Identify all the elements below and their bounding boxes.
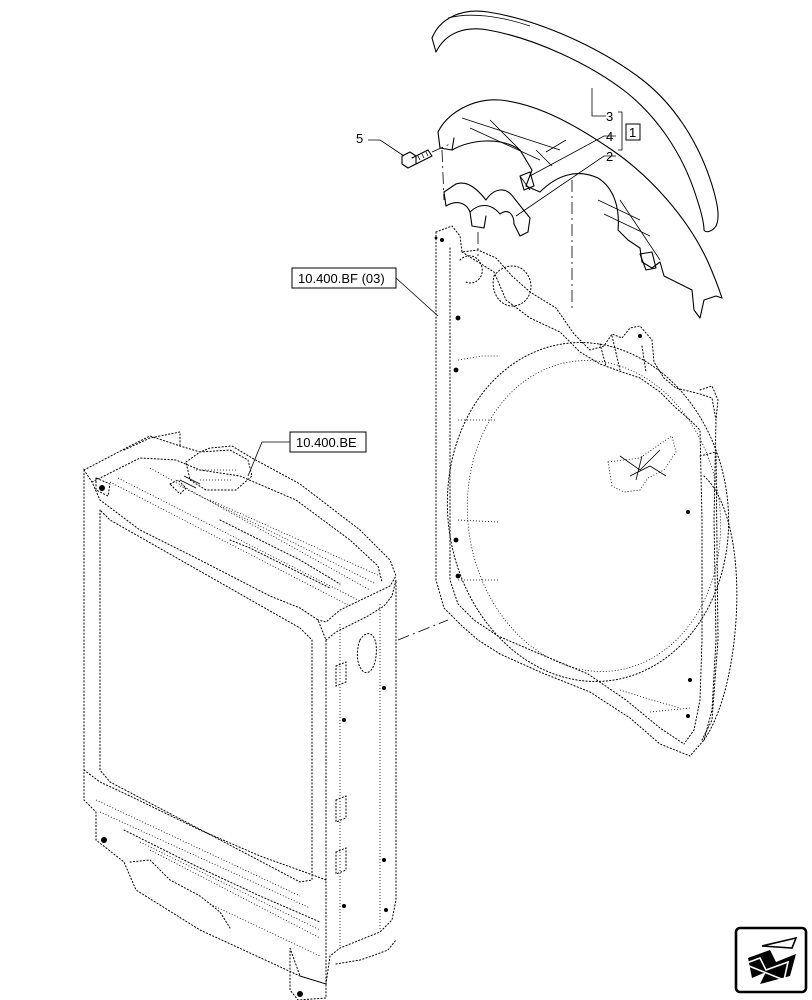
upper-shroud-piece xyxy=(437,99,723,319)
callout-2: 2 xyxy=(606,149,613,164)
callout-3: 3 xyxy=(606,109,613,124)
next-page-arrow-icon[interactable] xyxy=(734,926,808,994)
callout-1-box: 1 xyxy=(625,123,641,141)
callout-5: 5 xyxy=(356,131,363,146)
callout-1: 1 xyxy=(629,125,636,140)
top-seal-strip xyxy=(431,10,719,233)
leader-lines xyxy=(247,88,623,477)
callout-4: 4 xyxy=(606,129,613,144)
ref-radiator-box[interactable]: 10.400.BE xyxy=(289,431,367,453)
lower-shroud-piece xyxy=(443,182,531,237)
center-lines xyxy=(397,149,573,641)
ref-fan-shroud-box[interactable]: 10.400.BF (03) xyxy=(291,267,397,289)
bolt-part xyxy=(401,143,451,169)
fan-shroud-frame xyxy=(434,225,738,757)
ref-radiator-link[interactable]: 10.400.BE xyxy=(296,435,357,450)
ref-fan-shroud-link[interactable]: 10.400.BF (03) xyxy=(298,271,385,286)
radiator-assembly xyxy=(83,431,397,1000)
